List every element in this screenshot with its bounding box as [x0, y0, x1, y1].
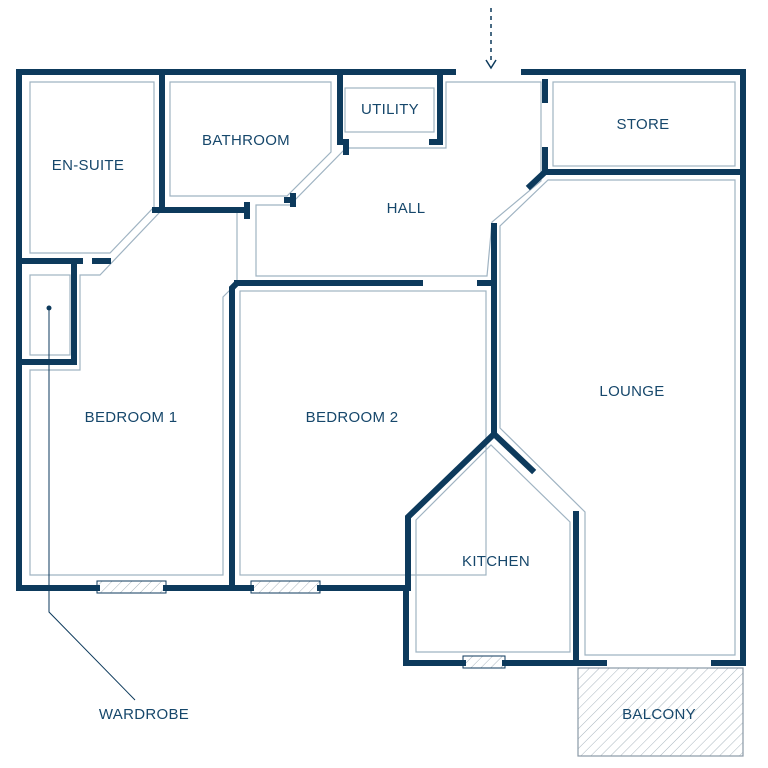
room-label-bathroom: BATHROOM [202, 132, 290, 149]
window-bedroom-2 [250, 580, 321, 594]
wardrobe-pointer [46, 305, 136, 701]
room-label-bedroom-2: BEDROOM 2 [306, 409, 399, 426]
room-label-kitchen: KITCHEN [462, 553, 530, 570]
windows [96, 580, 506, 669]
balcony-area [577, 667, 744, 757]
inner-wall-lines [29, 81, 736, 656]
room-label-en-suite: EN-SUITE [52, 157, 124, 174]
room-label-utility: UTILITY [361, 101, 419, 118]
room-label-store: STORE [617, 116, 670, 133]
dashed-arrow-down-icon [485, 8, 497, 70]
window-bedroom-1 [96, 580, 167, 594]
walls [16, 69, 746, 666]
room-label-hall: HALL [387, 200, 426, 217]
window-kitchen [462, 655, 506, 669]
wardrobe-label: WARDROBE [99, 706, 189, 723]
room-label-bedroom-1: BEDROOM 1 [85, 409, 178, 426]
room-label-lounge: LOUNGE [599, 383, 664, 400]
room-label-balcony: BALCONY [622, 706, 696, 723]
